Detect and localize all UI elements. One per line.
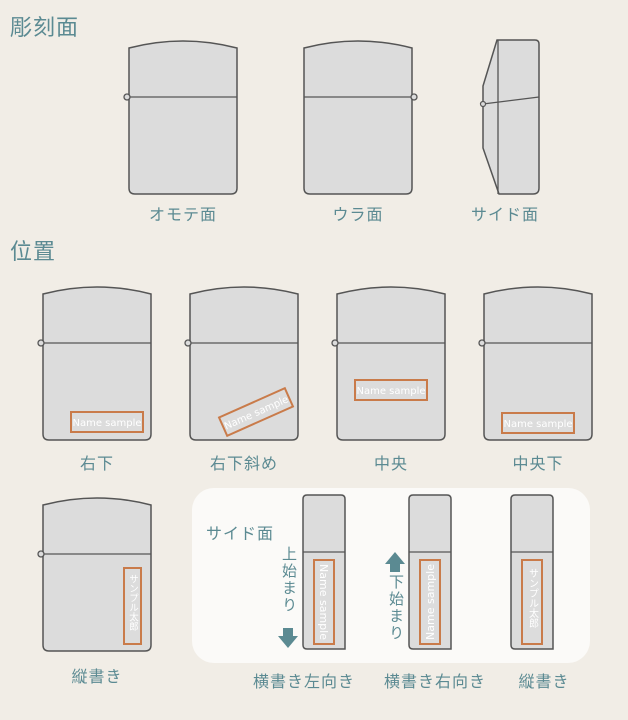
lighter-back-view: [303, 40, 418, 195]
arrow-up-icon: [385, 552, 405, 572]
name-tag-side-vertical: [521, 559, 543, 645]
side-lighter-left: Name sample: [302, 494, 346, 650]
name-sample-text: Name sample: [356, 386, 425, 397]
lighter-bottom-right-diagonal: Name sample: [184, 286, 299, 441]
name-tag-center-bottom: [501, 412, 575, 434]
name-tag-bottom-right: [70, 411, 144, 433]
label-side: サイド面: [470, 205, 539, 224]
lighter-bottom-right: Name sample: [37, 286, 152, 441]
name-tag-diagonal: [217, 386, 295, 438]
name-tag-side-left: [313, 559, 335, 645]
lighter-center-bottom: Name sample: [478, 286, 593, 441]
label-bottom-right: 右下: [79, 454, 114, 473]
label-start-bottom: 下始まり: [387, 574, 405, 642]
label-bottom-right-diagonal: 右下斜め: [209, 454, 278, 473]
label-front: オモテ面: [148, 205, 217, 224]
name-sample-jp-text: サンプル太郎: [527, 568, 539, 629]
section-heading-position: 位置: [10, 240, 57, 265]
label-start-top: 上始まり: [280, 546, 298, 614]
lighter-side-view: [479, 39, 540, 195]
lighter-center: Name sample: [331, 286, 446, 441]
label-side-vertical: 縦書き: [518, 672, 570, 691]
label-vertical: 縦書き: [71, 667, 123, 686]
section-heading-engrave-face: 彫刻面: [10, 16, 80, 41]
label-back: ウラ面: [332, 205, 384, 224]
name-tag-center: [354, 379, 428, 401]
name-tag-side-right: [419, 559, 441, 645]
label-center-bottom: 中央下: [512, 454, 564, 473]
side-panel-title: サイド面: [206, 524, 275, 543]
label-horizontal-left: 横書き左向き: [252, 672, 355, 691]
name-sample-jp-text: サンプル太郎: [127, 574, 139, 632]
name-sample-text: Name sample: [317, 564, 330, 640]
name-tag-vertical: [123, 567, 142, 645]
label-horizontal-right: 横書き右向き: [383, 672, 486, 691]
name-sample-text: Name sample: [424, 564, 437, 640]
name-sample-text: Name sample: [72, 418, 141, 429]
label-center: 中央: [373, 454, 408, 473]
name-sample-text: Name sample: [503, 419, 572, 430]
arrow-down-icon: [278, 628, 298, 648]
side-lighter-right: Name sample: [408, 494, 452, 650]
lighter-vertical: サンプル太郎: [37, 497, 152, 652]
lighter-front-view: [123, 40, 238, 195]
side-lighter-vertical: サンプル太郎: [510, 494, 554, 650]
